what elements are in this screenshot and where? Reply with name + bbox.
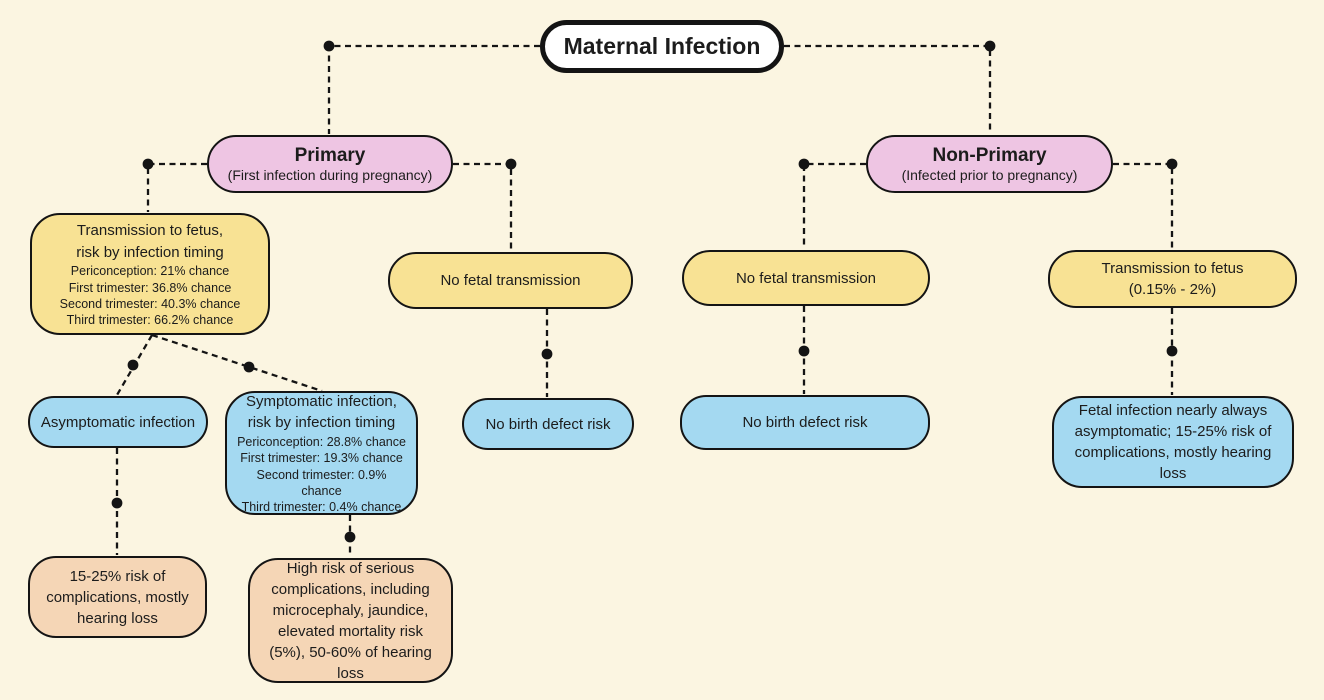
node-detail-line: Periconception: 28.8% chance xyxy=(237,435,406,450)
node-high-risk-complications: High risk of serious complications, incl… xyxy=(248,558,453,683)
node-detail-line: Third trimester: 0.4% chance xyxy=(241,500,402,515)
node-transmission-primary: Transmission to fetus, risk by infection… xyxy=(30,213,270,335)
node-symptomatic-infection: Symptomatic infection, risk by infection… xyxy=(225,391,418,515)
node-label: 15-25% risk of complications, mostly hea… xyxy=(46,567,189,627)
node-transmission-non-primary: Transmission to fetus (0.15% - 2%) xyxy=(1048,250,1297,308)
node-subtitle: (First infection during pregnancy) xyxy=(227,166,433,183)
node-fetal-infection-outcome: Fetal infection nearly always asymptomat… xyxy=(1052,396,1294,488)
node-title-line: risk by infection timing xyxy=(247,414,396,432)
node-no-fetal-transmission-primary: No fetal transmission xyxy=(388,252,633,309)
node-label: No fetal transmission xyxy=(735,269,877,287)
node-no-fetal-transmission-non-primary: No fetal transmission xyxy=(682,250,930,306)
node-detail-line: First trimester: 36.8% chance xyxy=(68,280,232,295)
node-title-line: risk by infection timing xyxy=(76,243,224,261)
connector-asymptomatic-to-risk xyxy=(111,448,123,555)
node-asymptomatic-infection: Asymptomatic infection xyxy=(28,396,208,448)
node-risk-15-25: 15-25% risk of complications, mostly hea… xyxy=(28,556,207,638)
node-label: No fetal transmission xyxy=(440,272,581,289)
node-title-line: Symptomatic infection, xyxy=(246,392,397,410)
connector-non-primary-to-no-fetal xyxy=(798,158,866,249)
node-detail-line: Periconception: 21% chance xyxy=(70,264,230,279)
connector-symptomatic-to-high-risk xyxy=(344,515,356,557)
node-label: No birth defect risk xyxy=(742,414,868,431)
connector-transmission-to-symptomatic xyxy=(151,333,323,393)
node-label-line: Transmission to fetus xyxy=(1101,260,1244,277)
node-no-birth-defect-primary: No birth defect risk xyxy=(462,398,634,450)
node-subtitle: (Infected prior to pregnancy) xyxy=(901,166,1078,183)
node-title-line: Transmission to fetus, xyxy=(76,221,224,239)
connector-transmission-to-fetal-infection xyxy=(1166,308,1178,395)
connector-transmission-to-asymptomatic xyxy=(116,334,153,396)
node-primary: Primary (First infection during pregnanc… xyxy=(207,135,453,193)
connector-primary-to-transmission xyxy=(142,158,207,212)
connector-primary-to-no-fetal xyxy=(453,158,517,251)
node-label-line: (0.15% - 2%) xyxy=(1128,281,1217,298)
connector-root-to-primary xyxy=(323,40,540,134)
node-detail-line: Third trimester: 66.2% chance xyxy=(66,313,234,327)
node-no-birth-defect-non-primary: No birth defect risk xyxy=(680,395,930,450)
connector-no-fetal-to-no-birth-non-primary xyxy=(798,306,810,394)
node-maternal-infection: Maternal Infection xyxy=(540,20,784,73)
node-label: Asymptomatic infection xyxy=(40,413,196,431)
node-non-primary: Non-Primary (Infected prior to pregnancy… xyxy=(866,135,1113,193)
connector-no-fetal-to-no-birth-primary xyxy=(541,309,553,397)
node-label: No birth defect risk xyxy=(485,415,611,433)
node-label: Fetal infection nearly always asymptomat… xyxy=(1074,402,1272,482)
node-detail-line: First trimester: 19.3% chance xyxy=(240,451,403,466)
node-label: High risk of serious complications, incl… xyxy=(269,559,432,682)
connector-non-primary-to-transmission xyxy=(1113,158,1178,249)
node-title: Non-Primary xyxy=(932,144,1047,166)
node-detail-line: Second trimester: 0.9% chance xyxy=(256,467,387,498)
node-title: Primary xyxy=(294,144,366,166)
node-detail-line: Second trimester: 40.3% chance xyxy=(59,296,241,311)
node-label: Maternal Infection xyxy=(563,33,761,60)
connector-root-to-non-primary xyxy=(784,40,996,134)
